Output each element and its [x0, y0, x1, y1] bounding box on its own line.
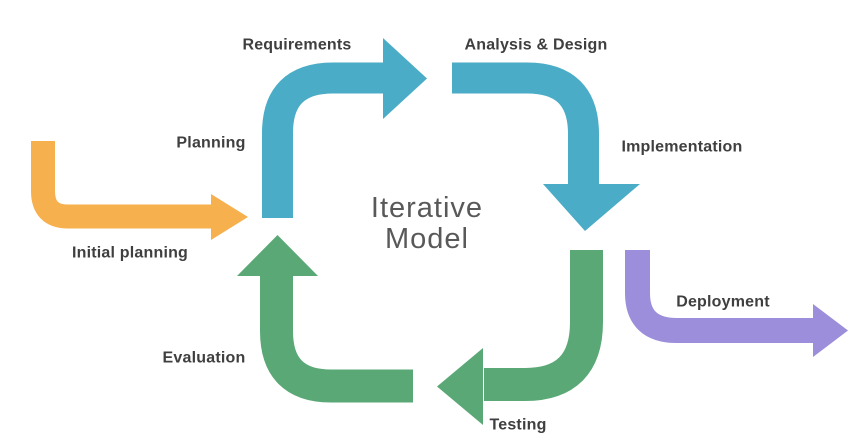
- deployment-arrowhead: [813, 304, 848, 357]
- label-implementation: Implementation: [621, 139, 742, 156]
- diagram-title: Iterative Model: [371, 192, 483, 255]
- label-requirements: Requirements: [242, 37, 351, 54]
- deployment-arrow-body: [625, 250, 814, 343]
- label-evaluation: Evaluation: [163, 350, 246, 367]
- diagram-title-line1: Iterative: [371, 192, 483, 224]
- analysis-implementation-arrowhead: [543, 184, 640, 231]
- evaluation-arrow-body: [260, 276, 413, 403]
- label-deployment: Deployment: [676, 294, 770, 311]
- initial-planning-arrowhead: [211, 194, 248, 240]
- analysis-implementation-arrow-body: [452, 62, 599, 186]
- planning-requirements-arrowhead: [383, 38, 427, 119]
- evaluation-arrow: [237, 235, 413, 403]
- initial-planning-arrow: [31, 141, 248, 240]
- evaluation-arrowhead: [237, 235, 318, 276]
- initial-planning-arrow-body: [31, 141, 212, 229]
- testing-arrow-body: [484, 250, 603, 401]
- label-testing: Testing: [489, 417, 546, 434]
- planning-requirements-arrow: [262, 38, 427, 218]
- label-analysis-design: Analysis & Design: [464, 37, 607, 54]
- analysis-implementation-arrow: [452, 62, 640, 231]
- planning-requirements-arrow-body: [262, 62, 384, 218]
- label-planning: Planning: [176, 135, 245, 152]
- diagram-title-line2: Model: [385, 223, 469, 255]
- label-initial-planning: Initial planning: [72, 245, 188, 262]
- deployment-arrow: [625, 250, 848, 357]
- testing-arrowhead: [437, 348, 483, 425]
- testing-arrow: [437, 250, 603, 425]
